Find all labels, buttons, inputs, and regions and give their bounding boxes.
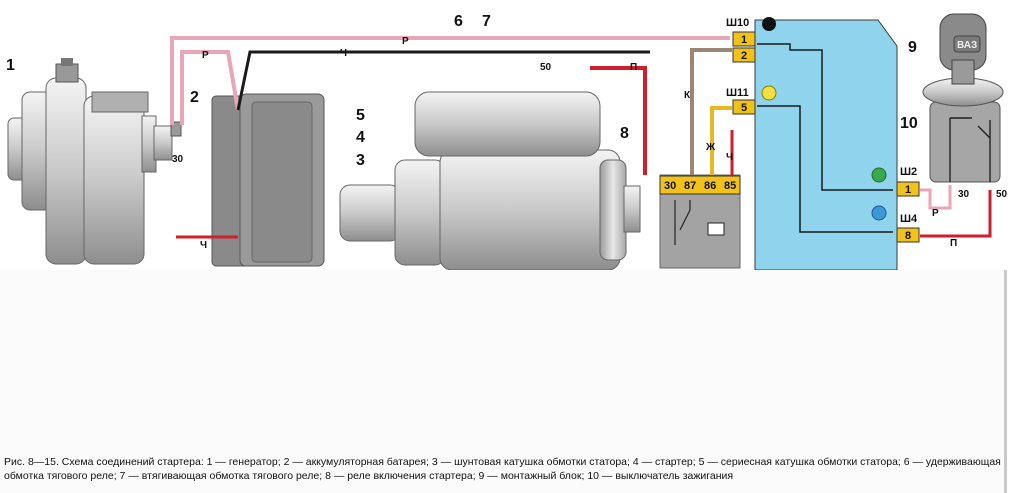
starter-wiring-diagram: 1 2 3 4 5 6 7 8 9 10 Ш10 Ш11 Ш2 Ш4 1 2 5… <box>6 13 1008 270</box>
label-4: 4 <box>356 129 365 146</box>
label-2: 2 <box>190 89 199 106</box>
battery <box>211 93 325 267</box>
connector-sh10: Ш10 <box>726 17 749 29</box>
terminal-gen-30: 30 <box>172 154 184 165</box>
wire-label-ch-top: Ч <box>340 48 347 59</box>
connector-sh11: Ш11 <box>726 87 749 99</box>
connector-sh2: Ш2 <box>900 166 917 178</box>
label-10: 10 <box>900 115 918 132</box>
relay-terminal-85: 85 <box>724 180 736 192</box>
wire-label-p-bottom: П <box>950 238 957 249</box>
pin-sh4-8: 8 <box>905 230 911 242</box>
wire-label-r-switch: Р <box>932 208 939 219</box>
mounting-block[interactable] <box>754 17 898 270</box>
label-5: 5 <box>356 107 365 124</box>
terminal-starter-50: 50 <box>540 62 552 73</box>
relay-terminal-87: 87 <box>684 180 696 192</box>
label-1: 1 <box>6 57 15 74</box>
terminal-switch-50: 50 <box>996 189 1008 200</box>
relay-terminal-86: 86 <box>704 180 716 192</box>
terminal-switch-30: 30 <box>958 189 970 200</box>
empty-panel <box>0 270 1007 493</box>
wire-label-zh: Ж <box>705 142 716 153</box>
wire-label-ch-ground: Ч <box>200 240 207 251</box>
wire-label-r-gen: Р <box>202 50 209 61</box>
label-3: 3 <box>356 152 365 169</box>
wire-harness <box>170 36 992 239</box>
pin-1: 1 <box>741 34 747 46</box>
label-9: 9 <box>908 39 917 56</box>
label-8: 8 <box>620 125 629 142</box>
ignition-switch[interactable] <box>922 13 1004 183</box>
pin-5: 5 <box>741 102 747 114</box>
relay-terminal-30: 30 <box>664 180 676 192</box>
wire-label-k: К <box>684 90 691 101</box>
switch-badge-vaz: ВАЗ <box>957 40 977 51</box>
generator <box>7 58 182 265</box>
wire-label-ch-relay: Ч <box>726 152 733 163</box>
pin-sh2-1: 1 <box>905 184 911 196</box>
label-6: 6 <box>454 13 463 30</box>
starter <box>339 91 641 270</box>
figure-caption: Рис. 8—15. Схема соединений стартера: 1 … <box>4 456 1001 482</box>
connector-sh4: Ш4 <box>900 213 918 225</box>
pin-2: 2 <box>741 50 747 62</box>
wire-label-p-starter: П <box>630 62 637 73</box>
label-7: 7 <box>482 13 491 30</box>
wire-label-r-top: Р <box>402 36 409 47</box>
